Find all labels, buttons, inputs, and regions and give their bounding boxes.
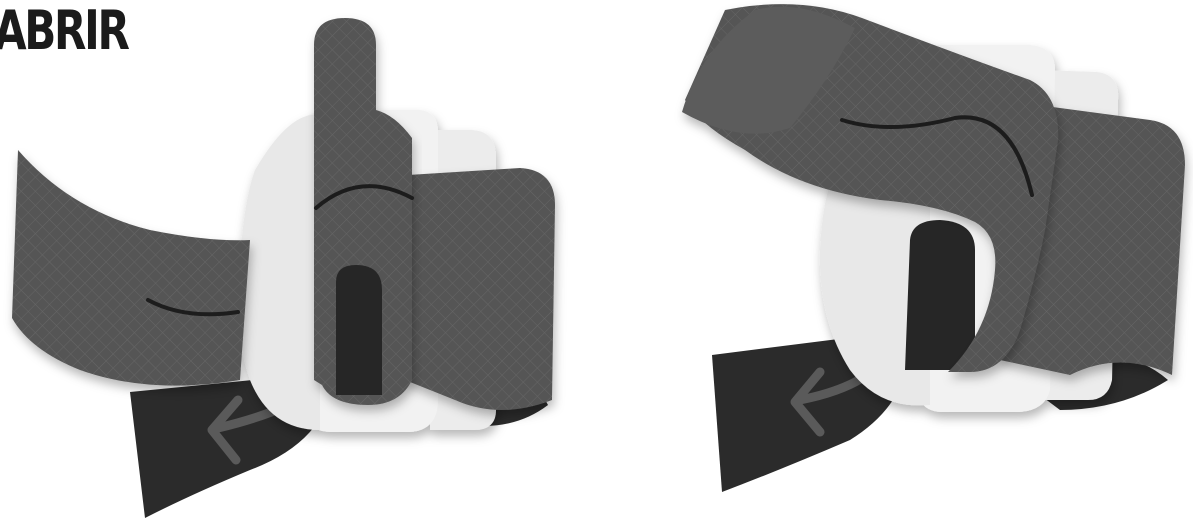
tab-slot bbox=[905, 220, 975, 370]
strap-tab bbox=[314, 18, 412, 405]
strap-right-panel bbox=[405, 168, 555, 410]
strap-wrap bbox=[12, 150, 250, 386]
tab-slot bbox=[336, 265, 382, 395]
strap-opening-hand-icon bbox=[12, 18, 555, 518]
strap-fastening-hand-icon bbox=[682, 4, 1185, 492]
